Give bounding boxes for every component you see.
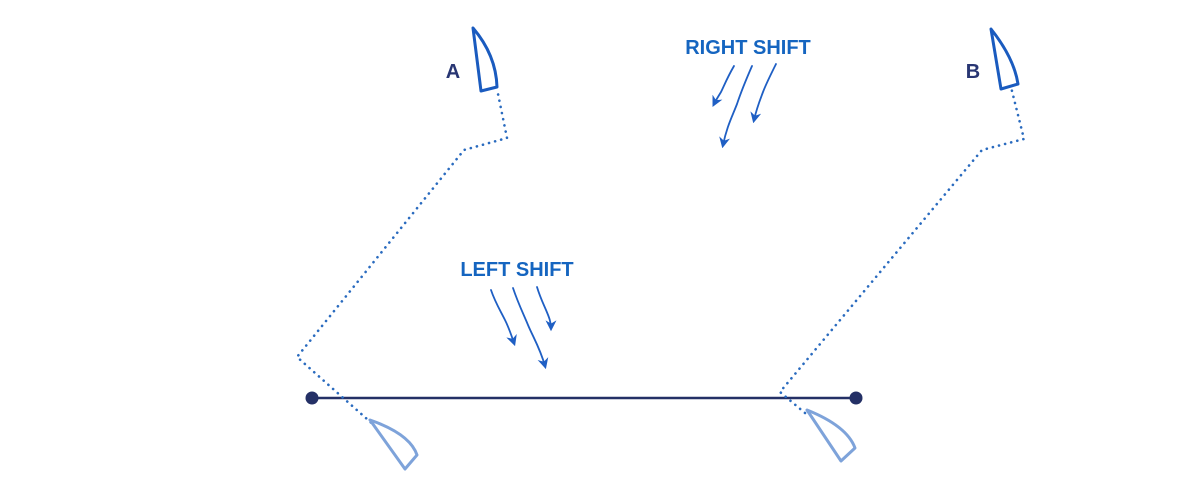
boat-b-start-hull — [805, 408, 857, 463]
boat-a-track — [295, 87, 509, 437]
tracks-group — [295, 85, 1026, 437]
right-shift-arrow-2 — [719, 65, 753, 149]
left-shift-arrows — [490, 286, 557, 370]
left-shift-arrow-2 — [512, 287, 549, 370]
right-shift-arrows — [712, 63, 777, 149]
boat-a-hull — [471, 26, 499, 93]
right-shift-arrow-1 — [712, 65, 735, 107]
boats-upwind-group — [471, 26, 1020, 93]
boat-a-start-hull — [368, 418, 419, 471]
boat-a-label: A — [446, 61, 460, 83]
right-shift-arrow-3 — [750, 63, 777, 124]
boat-b-track — [778, 85, 1026, 415]
boat-b-hull — [989, 27, 1020, 91]
left-shift-arrow-1 — [490, 289, 517, 347]
left-shift-arrow-3 — [536, 286, 557, 332]
boat-b-label: B — [966, 61, 980, 83]
right-shift-label: RIGHT SHIFT — [685, 37, 811, 59]
start-line-committee-end — [849, 391, 863, 405]
left-shift-label: LEFT SHIFT — [460, 259, 573, 281]
start-line-pin-end — [305, 391, 319, 405]
start-line-group — [305, 391, 863, 405]
boats-start-group — [368, 408, 857, 471]
